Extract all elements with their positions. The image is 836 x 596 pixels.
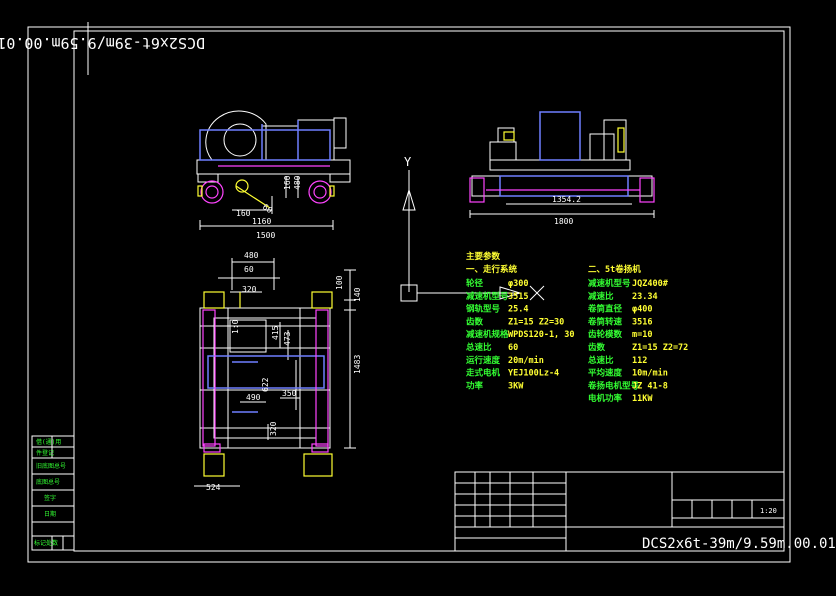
group1-label-8: 走式电机 [465, 368, 501, 379]
params-group1-title: 一、走行系统 [466, 264, 518, 275]
drawing-border [27, 22, 791, 563]
group1-label-6: 总速比 [466, 342, 492, 353]
plan-dim-100: 100 [335, 275, 344, 290]
plan-view: 480 60 320 1:0 415 473 622 490 350 320 5… [194, 251, 362, 492]
group2-value-3: φ400 [632, 305, 652, 315]
group2-value-5: m=10 [632, 330, 652, 340]
group2-label-5: 齿轮模数 [588, 329, 623, 340]
group2-label-9: 卷扬电机型号 [587, 380, 640, 391]
front-view: 160 1160 1500 480 160 60 [196, 110, 351, 240]
group1-value-2: 3515 [508, 292, 528, 302]
plan-dim-622: 622 [261, 377, 270, 392]
group1-label-1: 轮径 [466, 278, 484, 289]
side-label-2: 件登记 [36, 449, 54, 457]
group1-value-1: φ300 [508, 279, 528, 289]
front-dim-160b: 160 [283, 175, 292, 190]
front-dim-1500: 1500 [256, 231, 275, 240]
title-block [454, 471, 785, 552]
group1-value-7: 20m/min [508, 355, 544, 366]
group2-label-10: 电机功率 [588, 393, 623, 404]
group1-label-5: 减速机规格 [466, 329, 509, 340]
front-dim-1160: 1160 [252, 217, 271, 226]
group2-value-4: 3516 [632, 317, 652, 327]
group2-label-2: 减速比 [588, 291, 614, 302]
scale-value: 1:20 [760, 507, 777, 515]
side-label-1: 借(通)用 [36, 438, 61, 446]
group1-value-5: WPDS120-1, 30 [508, 330, 575, 340]
group2-label-1: 减速机型号 [588, 278, 631, 289]
group2-label-6: 齿数 [588, 342, 606, 353]
side-label-7: 标记处数 [34, 539, 58, 547]
front-dim-160: 160 [236, 209, 251, 218]
side-view: 1354.2 1800 [469, 111, 655, 226]
plan-dim-140: 140 [353, 287, 362, 302]
group1-label-7: 运行速度 [466, 355, 501, 366]
plan-dim-10: 1:0 [231, 319, 240, 334]
group1-label-2: 减速机型号 [466, 291, 509, 302]
params-heading: 主要参数 [466, 251, 501, 262]
group1-value-8: YEJ100Lz-4 [508, 369, 559, 379]
group1-label-4: 齿数 [466, 316, 484, 327]
group1-value-4: Z1=15 Z2=30 [508, 317, 564, 327]
group2-value-8: 10m/min [632, 368, 668, 379]
group2-value-2: 23.34 [632, 292, 658, 302]
plan-dim-60: 60 [244, 265, 254, 274]
plan-dim-415: 415 [271, 325, 280, 340]
mirrored-drawing-number: DCS2x6t-39m/9.59m.00.01 [0, 34, 205, 52]
group2-label-8: 平均速度 [588, 368, 623, 379]
params-group2-title: 二、5t卷扬机 [588, 264, 641, 275]
group2-value-9: JZ 41-8 [632, 381, 668, 391]
group1-label-3: 钢轨型号 [466, 304, 501, 315]
plan-dim-320b: 320 [269, 421, 278, 436]
side-label-5: 签字 [44, 494, 56, 502]
y-axis-label: Y [404, 155, 412, 169]
front-dim-480: 480 [293, 175, 302, 190]
plan-dim-490: 490 [246, 393, 261, 402]
axis-symbol [400, 170, 545, 302]
group1-label-9: 功率 [466, 380, 484, 391]
group2-value-6: Z1=15 Z2=72 [632, 343, 688, 353]
drawing-number: DCS2x6t-39m/9.59m.00.01 [642, 536, 836, 552]
plan-dim-350: 350 [282, 389, 297, 398]
group2-label-3: 卷筒直径 [587, 304, 623, 315]
side-label-4: 底图总号 [36, 478, 60, 486]
group2-value-1: JQZ400# [632, 279, 669, 289]
group2-value-10: 11KW [632, 394, 653, 404]
group1-value-9: 3KW [508, 381, 524, 391]
plan-dim-524: 524 [206, 483, 221, 492]
plan-dim-473: 473 [283, 331, 292, 346]
group2-label-7: 总速比 [588, 355, 614, 366]
group2-value-7: 112 [632, 356, 647, 366]
group1-value-6: 60 [508, 343, 518, 353]
plan-dim-320: 320 [242, 285, 257, 294]
side-label-3: 旧底图总号 [36, 462, 66, 470]
group2-label-4: 卷筒转速 [587, 316, 623, 327]
plan-dim-480: 480 [244, 251, 259, 260]
side-label-6: 日期 [44, 510, 56, 518]
side-registration-block: 借(通)用 件登记 旧底图总号 底图总号 签字 日期 标记处数 [31, 435, 75, 551]
side-dim-1800: 1800 [554, 217, 573, 226]
plan-dim-1483: 1483 [353, 355, 362, 374]
side-dim-1354: 1354.2 [552, 195, 581, 204]
group1-value-3: 25.4 [508, 305, 528, 315]
